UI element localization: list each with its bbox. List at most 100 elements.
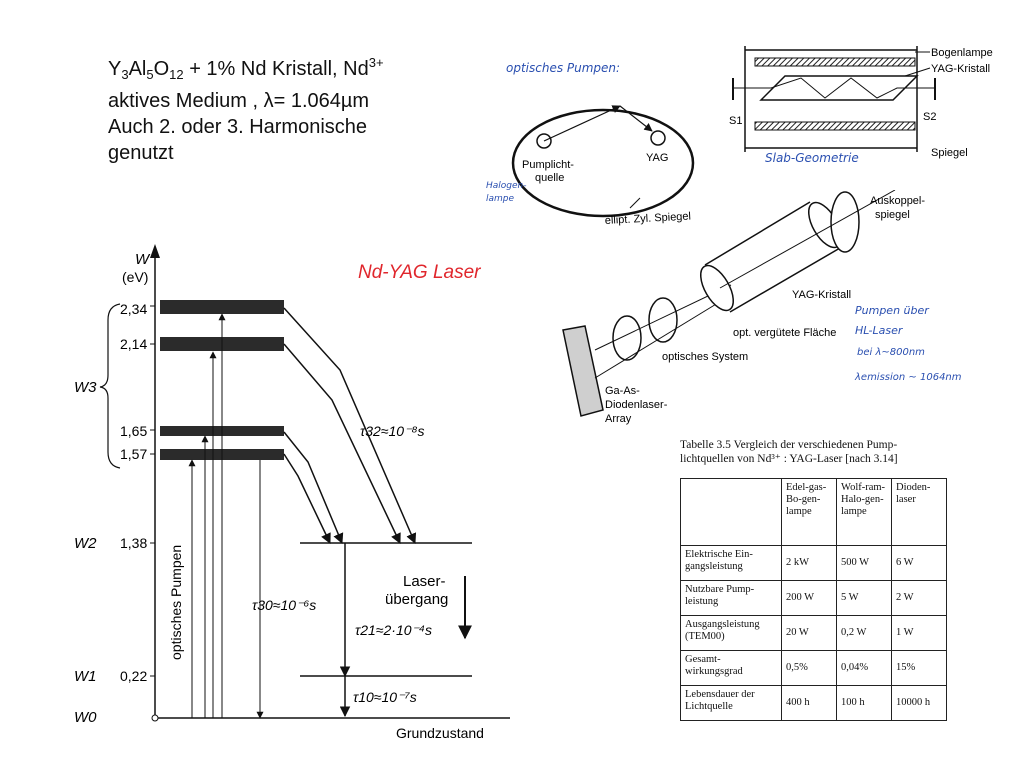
out-mirror-label-2: spiegel xyxy=(875,209,910,221)
lamp-label: Bogenlampe xyxy=(931,47,993,59)
table-cell: 0,04% xyxy=(836,650,892,686)
header-cell: Edel-gas-Bo-gen-lampe xyxy=(781,478,837,546)
axis-unit: (eV) xyxy=(122,269,148,285)
level-name-w3: W3 xyxy=(74,379,97,396)
table-cell: 0,2 W xyxy=(836,615,892,651)
yag-label: YAG xyxy=(646,152,668,164)
pump-source-table: Tabelle 3.5 Vergleich der verschiedenen … xyxy=(670,438,970,721)
table-cell: 2 W xyxy=(891,580,947,616)
out-mirror-label-1: Auskoppel- xyxy=(870,195,925,207)
level-label-157: 1,57 xyxy=(120,446,147,462)
optics-label: optisches System xyxy=(662,351,748,363)
handwritten-slab: Slab-Geometrie xyxy=(765,151,859,165)
diode-label-3: Array xyxy=(605,413,632,425)
level-label-138: 1,38 xyxy=(120,535,147,551)
crystal-label: YAG-Kristall xyxy=(931,63,990,75)
s1-label: S1 xyxy=(729,115,742,127)
output-beam xyxy=(719,190,896,289)
table-row: Elektrische Ein-gangsleistung 2 kW 500 W… xyxy=(680,545,947,581)
axis-label: W xyxy=(135,251,151,268)
axis-arrow-icon xyxy=(150,244,160,258)
row-label: Ausgangsleistung (TEM00) xyxy=(680,615,782,651)
mirror-label: ellipt. Zyl. Spiegel xyxy=(605,211,692,227)
table-row: Nutzbare Pump-leistung 200 W 5 W 2 W xyxy=(680,580,947,616)
table-row: Lebensdauer der Lichtquelle 400 h 100 h … xyxy=(680,685,947,721)
table-cell: 1 W xyxy=(891,615,947,651)
note-3: bei λ~800nm xyxy=(857,347,925,358)
ray-2 xyxy=(619,105,653,132)
ellipse-pump-diagram: optisches Pumpen: Pumplicht- quelle YAG … xyxy=(486,61,695,227)
slab-geometry-diagram: S1 S2 Bogenlampe YAG-Kristall Spiegel Sl… xyxy=(729,46,993,165)
yag-rod-icon xyxy=(650,130,666,146)
note-4: λemission ~ 1064nm xyxy=(854,372,962,383)
table-cell: 6 W xyxy=(891,545,947,581)
table-cell: 400 h xyxy=(781,685,837,721)
lens-2 xyxy=(648,297,678,343)
mirror-leader xyxy=(629,197,641,209)
yag-rod-front xyxy=(699,264,735,312)
w3-brace xyxy=(99,303,121,469)
level-name-w1: W1 xyxy=(74,668,97,685)
mirror-label: Spiegel xyxy=(931,147,968,159)
table-header-row: Edel-gas-Bo-gen-lampe Wolf-ram-Halo-gen-… xyxy=(680,478,947,546)
laser-label-1: Laser- xyxy=(403,573,446,590)
table-cell: 10000 h xyxy=(891,685,947,721)
title-block: Y3Al5O12 + 1% Nd Kristall, Nd3+ aktives … xyxy=(108,50,384,166)
yag-crystal-label: YAG-Kristall xyxy=(792,289,851,301)
s2-label: S2 xyxy=(923,111,936,123)
elliptical-mirror xyxy=(511,108,695,218)
tau21-label: τ21≈2·10⁻⁴s xyxy=(355,622,432,638)
table-cell: 20 W xyxy=(781,615,837,651)
origin-dot xyxy=(151,714,159,722)
level-name-w2: W2 xyxy=(74,535,97,552)
diode-label-1: Ga-As- xyxy=(605,385,640,397)
energy-level-diagram: W (eV) Nd-YAG Laser 2,34 2,14 1,65 1,57 … xyxy=(74,244,510,741)
handwritten-title: Nd-YAG Laser xyxy=(358,262,481,283)
row-label: Gesamt-wirkungsgrad xyxy=(680,650,782,686)
pump-label: optisches Pumpen xyxy=(168,545,184,660)
side-note-1: Halogen- xyxy=(486,181,527,191)
header-cell: Dioden-laser xyxy=(891,478,947,546)
row-label: Nutzbare Pump-leistung xyxy=(680,580,782,616)
band-234 xyxy=(160,300,284,314)
tau32-label: τ32≈10⁻⁸s xyxy=(360,423,425,439)
slab-crystal xyxy=(759,75,919,101)
comparison-table: Edel-gas-Bo-gen-lampe Wolf-ram-Halo-gen-… xyxy=(680,478,947,721)
output-mirror xyxy=(830,191,860,253)
title-line-4: genutzt xyxy=(108,142,174,164)
row-label: Elektrische Ein-gangsleistung xyxy=(680,545,782,581)
header-cell: Wolf-ram-Halo-gen-lampe xyxy=(836,478,892,546)
side-note-2: lampe xyxy=(486,194,514,204)
diode-array xyxy=(562,325,604,417)
table-cell: 500 W xyxy=(836,545,892,581)
table-cell: 100 h xyxy=(836,685,892,721)
source-label-2: quelle xyxy=(535,172,564,184)
laser-label-2: übergang xyxy=(385,591,448,608)
table-cell: 5 W xyxy=(836,580,892,616)
table-row: Ausgangsleistung (TEM00) 20 W 0,2 W 1 W xyxy=(680,615,947,651)
table-cell: 0,5% xyxy=(781,650,837,686)
ground-label: Grundzustand xyxy=(396,725,484,741)
level-label-234: 2,34 xyxy=(120,301,147,317)
note-2: HL-Laser xyxy=(855,324,904,337)
level-name-w0: W0 xyxy=(74,709,97,726)
level-label-165: 1,65 xyxy=(120,423,147,439)
diode-pump-diagram: Auskoppel- spiegel YAG-Kristall opt. ver… xyxy=(562,190,962,425)
header-cell xyxy=(680,478,782,546)
title-line-2: aktives Medium , λ= 1.064µm xyxy=(108,90,370,112)
decay-arrow-165 xyxy=(283,431,344,544)
handwritten-optisches-pumpen: optisches Pumpen: xyxy=(506,61,620,75)
zigzag-beam xyxy=(733,77,935,99)
level-label-214: 2,14 xyxy=(120,336,147,352)
table-cell: 2 kW xyxy=(781,545,837,581)
source-label-1: Pumplicht- xyxy=(522,159,574,171)
level-label-022: 0,22 xyxy=(120,668,147,684)
lamp-bottom xyxy=(754,121,916,131)
decay-arrow-157 xyxy=(283,453,331,544)
diode-label-2: Diodenlaser- xyxy=(605,399,668,411)
table-row: Gesamt-wirkungsgrad 0,5% 0,04% 15% xyxy=(680,650,947,686)
decay-arrow-234 xyxy=(283,307,417,544)
row-label: Lebensdauer der Lichtquelle xyxy=(680,685,782,721)
lens-1 xyxy=(612,315,642,361)
lamp-top xyxy=(754,57,916,67)
